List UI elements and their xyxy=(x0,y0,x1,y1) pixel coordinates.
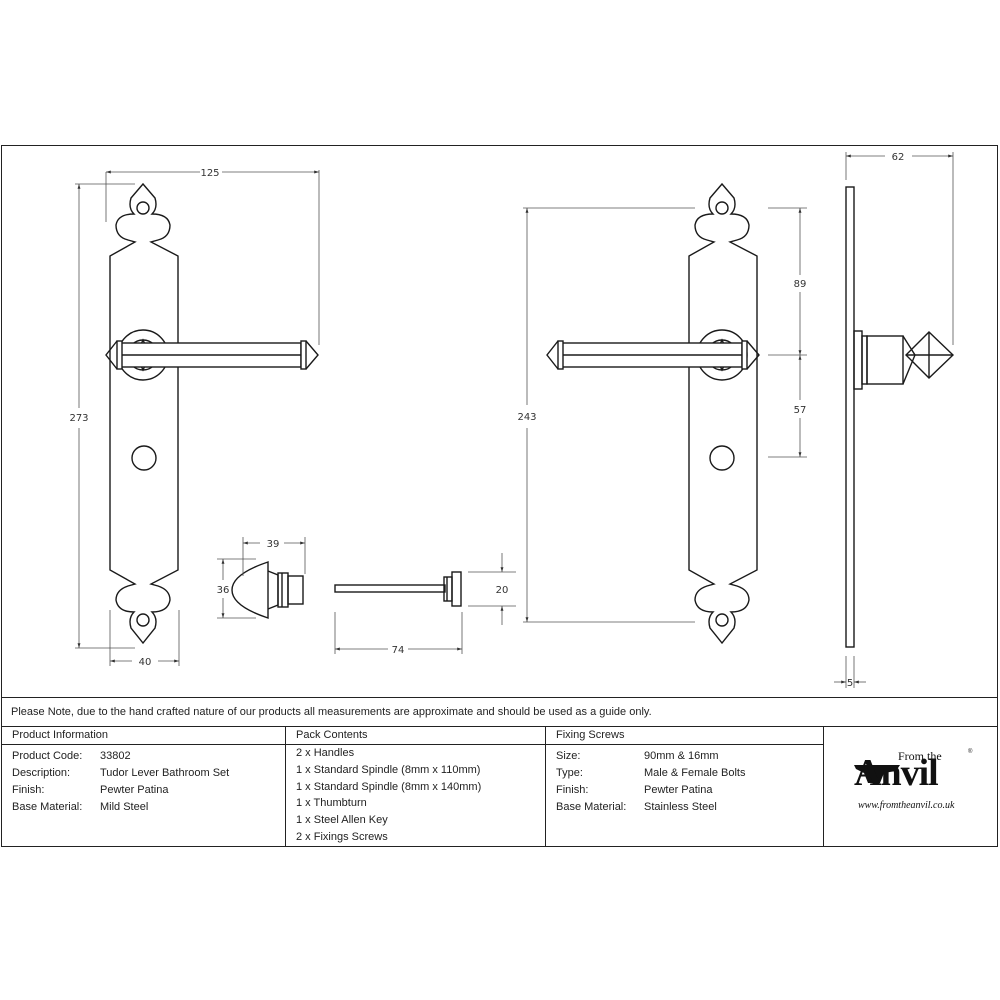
type-row: Type:Male & Female Bolts xyxy=(556,767,746,779)
dim-projection: 62 xyxy=(892,152,905,163)
dim-width-total: 125 xyxy=(200,168,219,179)
fixing-screws-column: Fixing Screws Size:90mm & 16mm Type:Male… xyxy=(546,727,824,847)
dim-thumbturn-diameter: 36 xyxy=(217,585,230,596)
backplate-handle-view xyxy=(546,182,760,645)
anvil-icon xyxy=(854,765,900,783)
logo-url: www.fromtheanvil.co.uk xyxy=(858,800,955,811)
size-row: Size:90mm & 16mm xyxy=(556,750,719,762)
pack-item: 1 x Thumbturn xyxy=(296,797,367,810)
backplate-front-view xyxy=(105,182,319,645)
product-information-column: Product Information Product Code:33802 D… xyxy=(1,727,286,847)
dim-height: 273 xyxy=(69,413,88,424)
product-information-heading: Product Information xyxy=(2,727,285,745)
fixing-screws-heading: Fixing Screws xyxy=(546,727,823,745)
logo-brand: Anvil xyxy=(854,752,939,794)
pack-item: 1 x Standard Spindle (8mm x 140mm) xyxy=(296,780,482,793)
pack-item: 2 x Handles xyxy=(296,747,355,759)
dim-spindle-length: 74 xyxy=(392,645,405,656)
pack-item: 1 x Standard Spindle (8mm x 110mm) xyxy=(296,763,481,776)
dim-fixing-centres: 243 xyxy=(517,412,536,423)
measurement-note: Please Note, due to the hand crafted nat… xyxy=(1,697,998,727)
spec-table: Product Information Product Code:33802 D… xyxy=(1,727,998,847)
screw-finish-row: Finish:Pewter Patina xyxy=(556,784,713,796)
technical-drawing: 125 273 40 39 36 74 20 243 89 57 62 5 xyxy=(69,152,955,689)
screw-material-row: Base Material:Stainless Steel xyxy=(556,801,717,813)
dim-plate-width: 40 xyxy=(139,657,152,668)
side-view-drawing xyxy=(845,186,955,648)
base-material-row: Base Material:Mild Steel xyxy=(12,801,149,813)
pack-contents-heading: Pack Contents xyxy=(286,727,545,745)
logo-registered: ® xyxy=(968,749,973,755)
finish-row: Finish:Pewter Patina xyxy=(12,784,169,796)
dim-lever-to-hole: 57 xyxy=(794,405,807,416)
brand-logo: From the ® Anvil www.fromtheanvil.co.uk xyxy=(826,727,998,847)
release-spindle-drawing xyxy=(334,571,462,607)
dim-spindle-head: 20 xyxy=(496,585,509,596)
dim-thumbturn-length: 39 xyxy=(267,539,280,550)
pack-contents-column: Pack Contents 2 x Handles 1 x Standard S… xyxy=(286,727,546,847)
pack-item: 1 x Steel Allen Key xyxy=(296,814,388,827)
thumbturn-drawing xyxy=(231,561,304,619)
logo-from-the: From the xyxy=(898,749,942,763)
dim-top-to-lever: 89 xyxy=(794,279,807,290)
pack-item: 2 x Fixings Screws xyxy=(296,830,388,843)
dim-plate-thickness: 5 xyxy=(847,678,853,689)
product-code-row: Product Code:33802 xyxy=(12,750,131,762)
description-row: Description:Tudor Lever Bathroom Set xyxy=(12,767,230,779)
